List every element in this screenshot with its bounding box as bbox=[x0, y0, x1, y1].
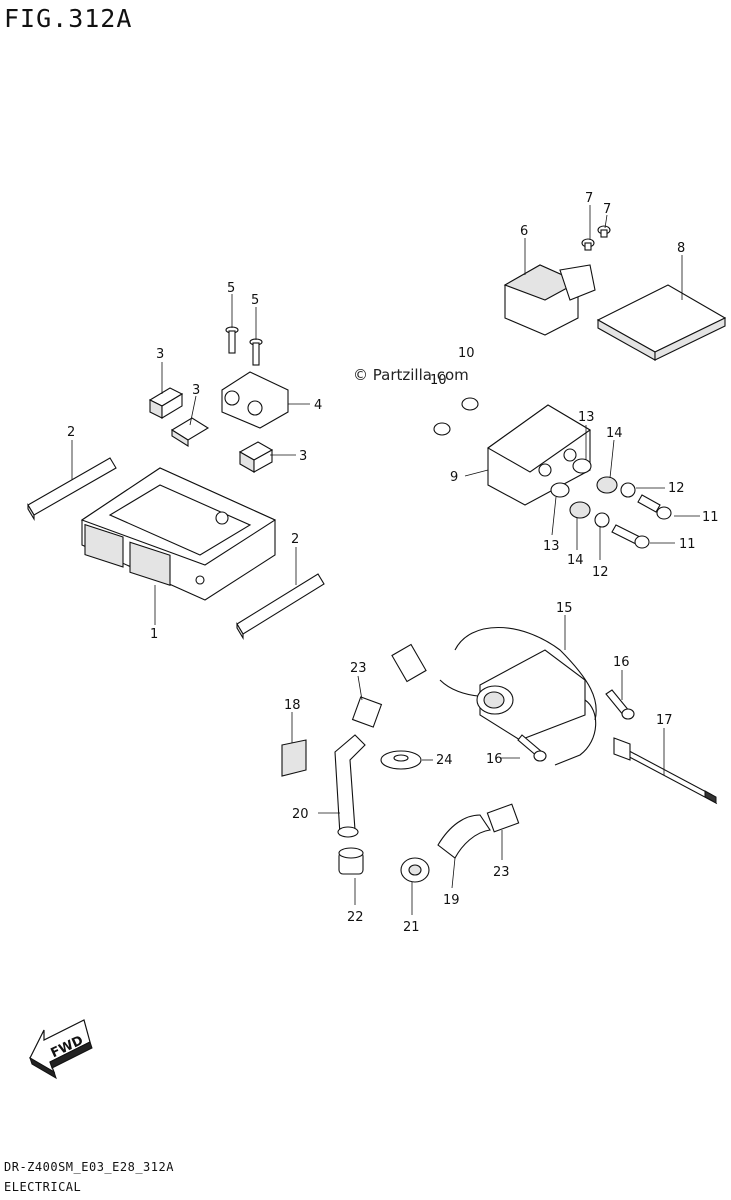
part-13-collar-a[interactable] bbox=[572, 458, 592, 474]
part-23-cap-a[interactable] bbox=[351, 696, 383, 728]
part-3-cushion-a[interactable] bbox=[148, 387, 184, 419]
part-23-cap-b[interactable] bbox=[486, 803, 520, 833]
part-18-label[interactable] bbox=[281, 739, 307, 777]
part-2-label-strip-left[interactable] bbox=[27, 457, 117, 521]
part-7-screw-a[interactable] bbox=[581, 238, 595, 251]
part-7-screw-b[interactable] bbox=[597, 225, 611, 238]
callout-2a: 2 bbox=[67, 425, 75, 440]
callout-23a: 23 bbox=[350, 661, 367, 676]
part-16-bolt-a[interactable] bbox=[605, 689, 635, 720]
callout-22: 22 bbox=[347, 910, 364, 925]
part-12-washer-b[interactable] bbox=[594, 512, 610, 528]
callout-6: 6 bbox=[520, 224, 528, 239]
part-10-nut-b[interactable] bbox=[433, 422, 451, 436]
callout-8: 8 bbox=[677, 241, 685, 256]
part-14-grommet-b[interactable] bbox=[569, 501, 591, 519]
part-17-clamp[interactable] bbox=[613, 737, 718, 805]
callout-14b: 14 bbox=[567, 553, 584, 568]
callout-14a: 14 bbox=[606, 426, 623, 441]
callout-1: 1 bbox=[150, 627, 158, 642]
part-8-pad[interactable] bbox=[596, 284, 727, 361]
callout-3b: 3 bbox=[192, 383, 200, 398]
part-5-bolt-a[interactable] bbox=[225, 326, 239, 354]
callout-23b: 23 bbox=[493, 865, 510, 880]
callout-7b: 7 bbox=[603, 202, 611, 217]
part-21-seal[interactable] bbox=[400, 857, 430, 883]
callout-11a: 11 bbox=[702, 510, 719, 525]
part-11-bolt-a[interactable] bbox=[637, 494, 672, 520]
callout-15: 15 bbox=[556, 601, 573, 616]
diagram-section-name: ELECTRICAL bbox=[4, 1180, 82, 1194]
callout-2b: 2 bbox=[291, 532, 299, 547]
part-10-nut-a[interactable] bbox=[461, 397, 479, 411]
callout-4: 4 bbox=[314, 398, 322, 413]
callout-17: 17 bbox=[656, 713, 673, 728]
callout-11b: 11 bbox=[679, 537, 696, 552]
callout-9: 9 bbox=[450, 470, 458, 485]
callout-5b: 5 bbox=[251, 293, 259, 308]
callout-13a: 13 bbox=[578, 410, 595, 425]
part-20-spark-plug-cap[interactable] bbox=[334, 734, 366, 838]
part-15-ignition-coil[interactable] bbox=[391, 626, 597, 766]
part-2-label-strip-right[interactable] bbox=[236, 573, 325, 640]
part-3-cushion-c[interactable] bbox=[238, 441, 274, 473]
part-5-bolt-b[interactable] bbox=[249, 338, 263, 366]
partzilla-watermark: © Partzilla.com bbox=[353, 366, 469, 384]
callout-16b: 16 bbox=[486, 752, 503, 767]
part-19-spark-plug-cap[interactable] bbox=[437, 814, 491, 859]
part-9-regulator[interactable] bbox=[486, 404, 592, 506]
callout-5a: 5 bbox=[227, 281, 235, 296]
callout-13b: 13 bbox=[543, 539, 560, 554]
part-4-bracket[interactable] bbox=[221, 371, 289, 429]
part-24-washer[interactable] bbox=[380, 750, 422, 770]
callout-7a: 7 bbox=[585, 191, 593, 206]
part-1-ecm[interactable] bbox=[80, 467, 277, 625]
callout-20: 20 bbox=[292, 807, 309, 822]
callout-12a: 12 bbox=[668, 481, 685, 496]
callout-21: 21 bbox=[403, 920, 420, 935]
part-22-cap[interactable] bbox=[338, 847, 364, 875]
callout-10b: 10 bbox=[430, 373, 447, 388]
part-12-washer-a[interactable] bbox=[620, 482, 636, 498]
part-14-grommet-a[interactable] bbox=[596, 476, 618, 494]
part-13-collar-b[interactable] bbox=[550, 482, 570, 498]
part-6-relay[interactable] bbox=[503, 264, 596, 336]
callout-3c: 3 bbox=[299, 449, 307, 464]
callout-16a: 16 bbox=[613, 655, 630, 670]
callout-3a: 3 bbox=[156, 347, 164, 362]
part-16-bolt-b[interactable] bbox=[517, 734, 547, 762]
callout-24: 24 bbox=[436, 753, 453, 768]
callout-18: 18 bbox=[284, 698, 301, 713]
figure-title: FIG.312A bbox=[4, 4, 133, 33]
part-11-bolt-b[interactable] bbox=[611, 524, 650, 549]
fwd-arrow-icon: FWD bbox=[29, 1019, 93, 1080]
part-3-cushion-b[interactable] bbox=[170, 417, 210, 447]
callout-19: 19 bbox=[443, 893, 460, 908]
callout-12b: 12 bbox=[592, 565, 609, 580]
callout-10a: 10 bbox=[458, 346, 475, 361]
diagram-model-code: DR-Z400SM_E03_E28_312A bbox=[4, 1160, 174, 1174]
